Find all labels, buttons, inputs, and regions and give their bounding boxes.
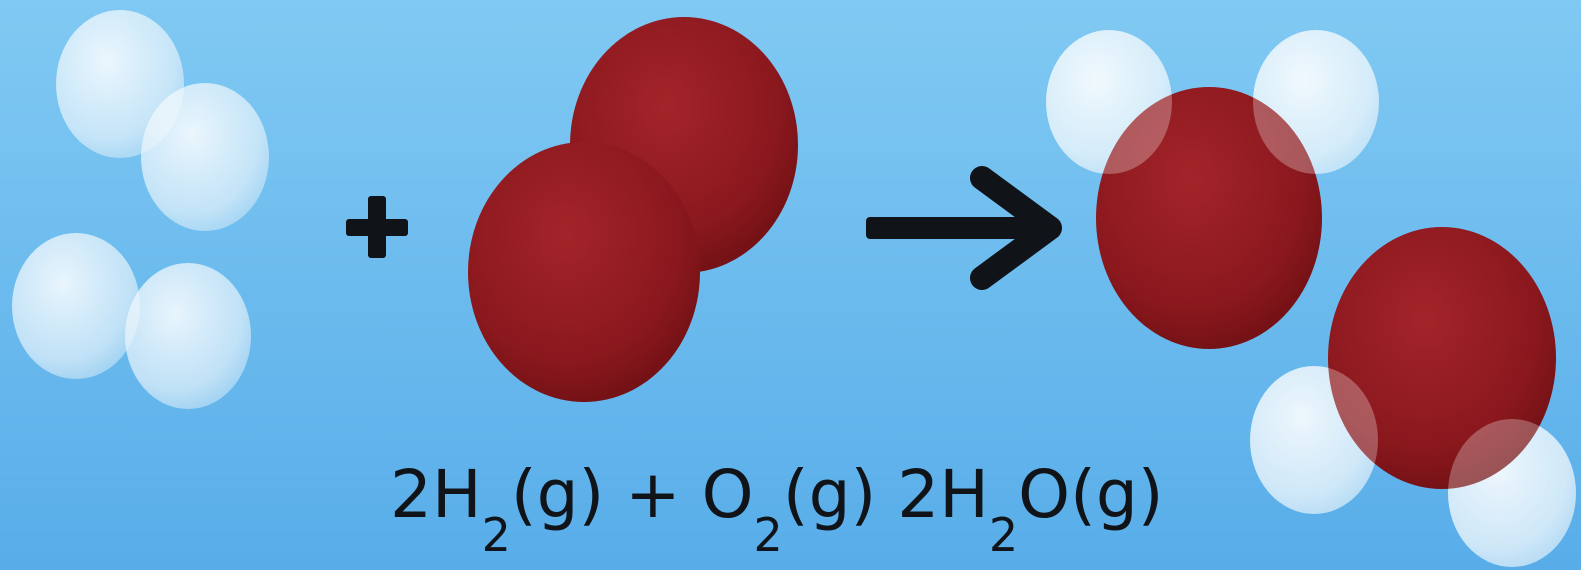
eq-h2-subscript: 2 <box>481 508 511 562</box>
oxygen-atom <box>1328 227 1556 489</box>
eq-h2o-o: O(g) <box>1018 456 1164 533</box>
hydrogen-overlay <box>1250 366 1378 514</box>
eq-h2o-coefficient: 2H <box>897 456 989 533</box>
eq-plus: + <box>625 456 681 533</box>
oxygen-molecule <box>468 17 798 402</box>
hydrogen-overlay <box>1253 30 1379 174</box>
eq-o2-state: (g) <box>782 456 877 533</box>
chemical-equation: 2H2(g) + O2(g) 2H2O(g) <box>390 456 1163 570</box>
hydrogen-atom <box>125 263 251 409</box>
hydrogen-atom <box>12 233 140 379</box>
oxygen-atom <box>1096 87 1322 349</box>
hydrogen-molecule-2 <box>12 233 251 409</box>
eq-o2-subscript: 2 <box>753 508 783 562</box>
hydrogen-molecule-1 <box>56 10 269 231</box>
eq-h2-coefficient: 2H <box>390 456 482 533</box>
eq-o: O <box>701 456 754 533</box>
hydrogen-overlay <box>1448 419 1576 567</box>
oxygen-atom <box>468 142 700 402</box>
water-molecule-2 <box>1250 227 1576 567</box>
eq-h2-state: (g) <box>510 456 605 533</box>
hydrogen-overlay <box>1046 30 1172 174</box>
reaction-arrow-icon <box>866 166 1062 290</box>
hydrogen-atom <box>141 83 269 231</box>
plus-icon <box>346 196 408 258</box>
eq-h2o-subscript: 2 <box>988 508 1019 562</box>
water-molecule-1 <box>1046 30 1379 349</box>
